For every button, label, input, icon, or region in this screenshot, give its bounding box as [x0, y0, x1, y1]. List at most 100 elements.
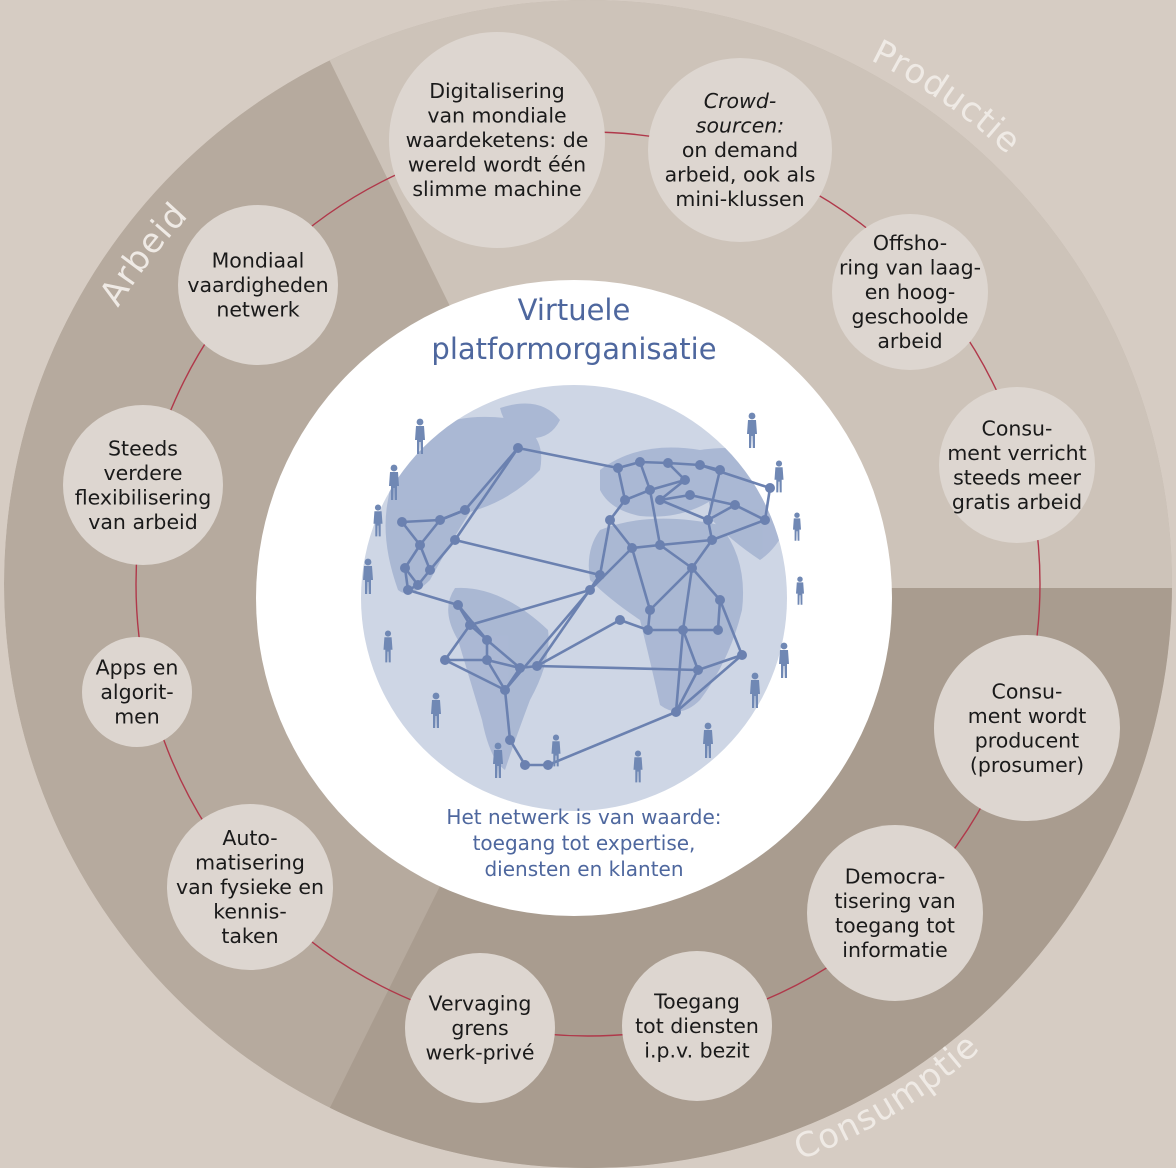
- concept-node-text-line: wereld wordt één: [408, 153, 586, 177]
- network-edge: [504, 589, 591, 691]
- network-edge: [486, 658, 521, 670]
- network-edge: [517, 446, 619, 470]
- network-node: [730, 500, 740, 510]
- network-node: [532, 661, 542, 671]
- person-silhouette-icon: [383, 630, 393, 663]
- network-edge: [608, 519, 634, 549]
- network-node: [687, 563, 697, 573]
- concept-node-text-line: (prosumer): [970, 753, 1084, 777]
- network-node: [605, 515, 615, 525]
- network-node: [693, 665, 703, 675]
- concept-node-circle: [82, 637, 192, 747]
- network-edge: [659, 493, 691, 502]
- network-node: [440, 655, 450, 665]
- concept-node-text-line: vaardigheden: [187, 273, 328, 297]
- concept-node-circle: [389, 32, 605, 248]
- concept-node-text-line: sourcen:: [696, 114, 784, 138]
- network-node: [765, 483, 775, 493]
- concept-node-text-line: toegang tot: [835, 913, 955, 937]
- network-edge: [418, 519, 442, 546]
- concept-node-text-line: men: [114, 705, 160, 729]
- person-silhouette-icon: [373, 504, 383, 537]
- network-node: [400, 563, 410, 573]
- network-node: [707, 535, 717, 545]
- concept-node-circle: [63, 405, 223, 565]
- network-edge: [659, 478, 686, 502]
- concept-node-text-line: grens: [451, 1016, 508, 1040]
- network-node: [645, 485, 655, 495]
- person-silhouette-icon: [703, 722, 713, 758]
- network-edge: [711, 518, 766, 542]
- network-edge: [464, 447, 519, 511]
- network-node: [671, 707, 681, 717]
- concept-node-text-line: flexibilisering: [75, 485, 212, 509]
- network-edge: [699, 463, 771, 490]
- person-silhouette-icon: [415, 418, 425, 454]
- network-node: [655, 540, 665, 550]
- person-silhouette-icon: [493, 742, 503, 778]
- network-node: [513, 443, 523, 453]
- concept-node-circle: [934, 635, 1120, 821]
- network-node: [737, 650, 747, 660]
- concept-node-text-line: ring van laag-: [839, 256, 981, 280]
- concept-node-text-line: Democra-: [845, 864, 946, 888]
- concept-node-text-line: ment wordt: [968, 704, 1087, 728]
- concept-node-text-line: Steeds: [108, 436, 178, 460]
- center-title-line2: platformorganisatie: [431, 332, 716, 366]
- network-edge: [649, 478, 686, 492]
- network-edge: [706, 469, 722, 521]
- concept-node-text-line: arbeid: [877, 329, 942, 353]
- concept-node-text-line: en hoog-: [865, 280, 956, 304]
- concept-node-text-line: waardeketens: de: [406, 128, 589, 152]
- concept-node-text-line: netwerk: [216, 298, 299, 322]
- concept-node-text-line: mini-klussen: [675, 187, 804, 211]
- network-edge: [616, 467, 627, 501]
- network-edge: [454, 538, 601, 577]
- person-silhouette-icon: [363, 558, 373, 594]
- network-edge: [536, 618, 621, 668]
- network-edge: [659, 543, 693, 570]
- network-edge: [486, 639, 521, 669]
- concept-node-text-line: Digitalisering: [429, 79, 565, 103]
- person-silhouette-icon: [750, 672, 760, 708]
- network-edge: [547, 710, 677, 767]
- concept-node-text-line: kennis-: [213, 900, 287, 924]
- person-silhouette-icon: [774, 460, 784, 493]
- network-edge: [536, 664, 699, 672]
- network-edge: [718, 599, 744, 656]
- concept-node-text-line: producent: [975, 728, 1079, 752]
- concept-node-circle: [832, 214, 988, 370]
- network-node: [397, 517, 407, 527]
- concept-node-circle: [807, 825, 983, 1001]
- concept-node-text-line: geschoolde: [852, 305, 969, 329]
- network-edge: [697, 653, 743, 672]
- network-node: [643, 625, 653, 635]
- concept-node-3: Offsho-ring van laag-en hoog-geschooldea…: [832, 214, 988, 370]
- network-edge: [453, 447, 520, 541]
- network-node: [615, 615, 625, 625]
- network-node: [543, 760, 553, 770]
- concept-node-text-line: arbeid, ook als: [665, 163, 816, 187]
- concept-node-text-line: Toegang: [653, 990, 740, 1014]
- concept-node-text-line: slimme machine: [412, 177, 581, 201]
- network-edge: [675, 654, 743, 713]
- concept-node-text-line: matisering: [195, 851, 305, 875]
- network-node: [425, 565, 435, 575]
- network-node: [482, 655, 492, 665]
- network-node: [482, 635, 492, 645]
- network-node: [403, 585, 413, 595]
- network-node: [635, 457, 645, 467]
- person-silhouette-icon: [551, 734, 561, 767]
- people-silhouettes: [363, 412, 804, 783]
- concept-node-text-line: tisering van: [834, 889, 955, 913]
